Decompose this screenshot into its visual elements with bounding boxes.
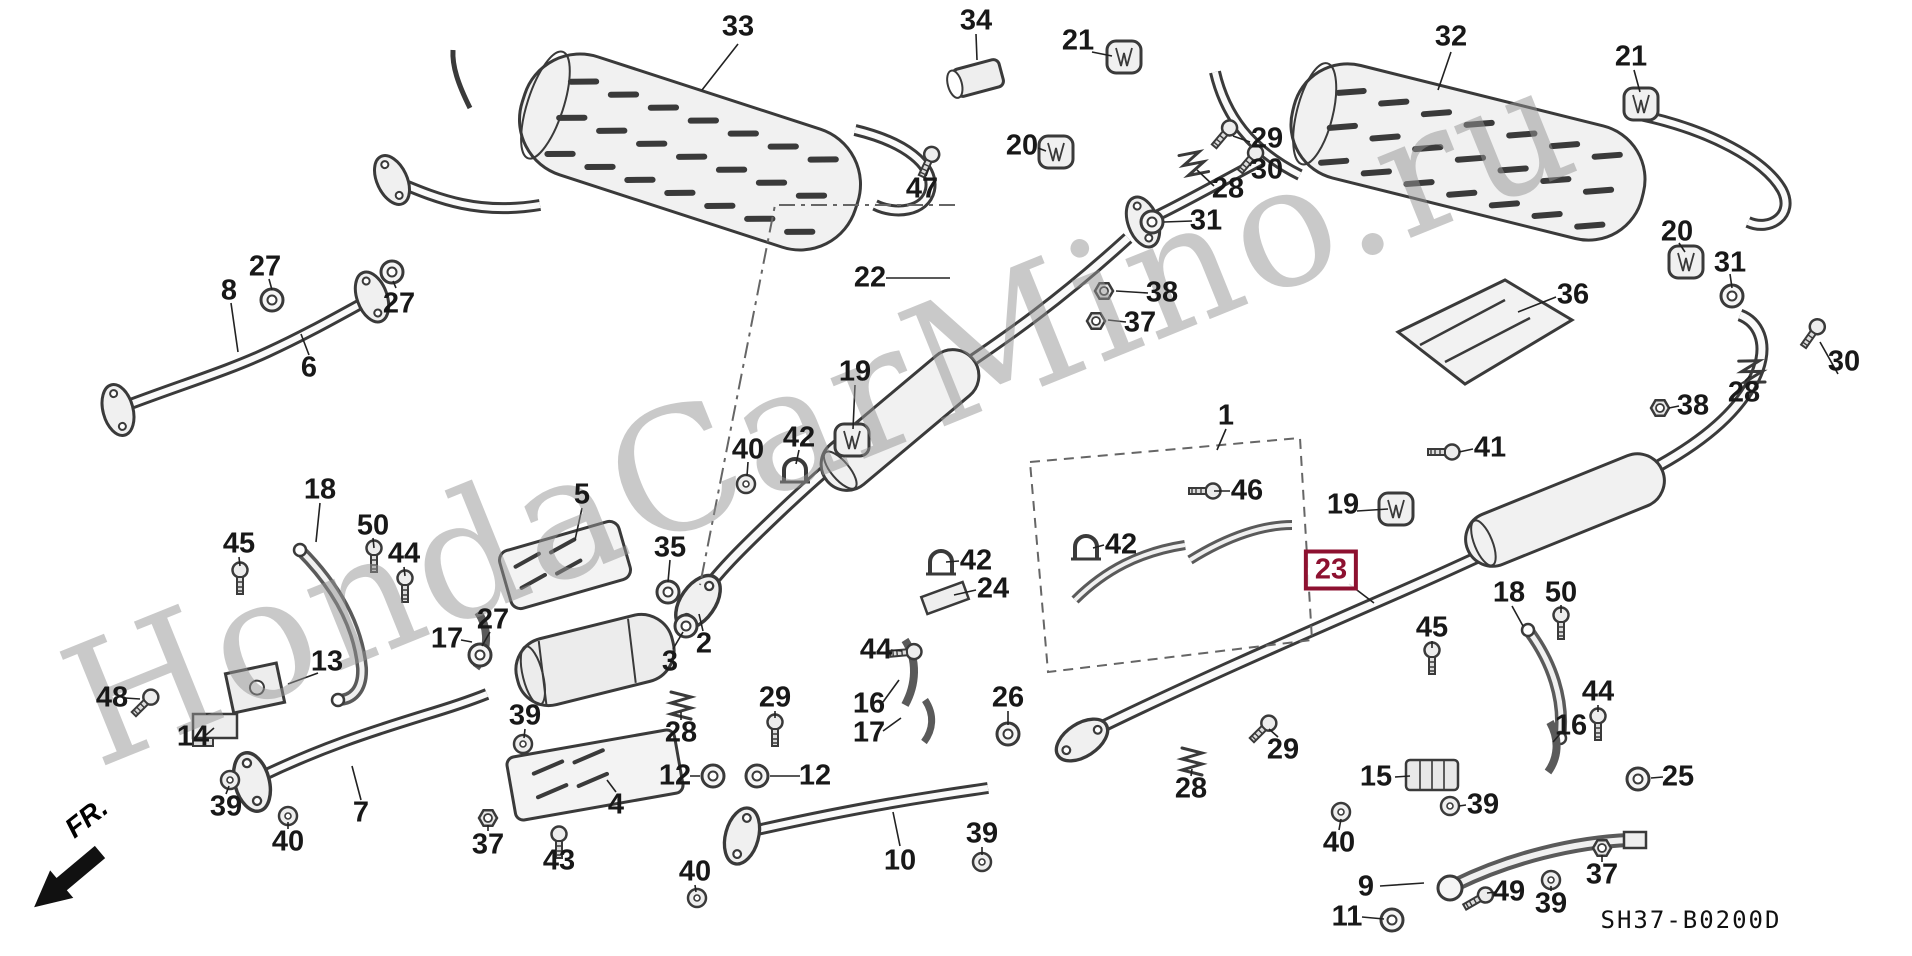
part-label-4[interactable]: 4: [607, 788, 625, 821]
part-label-37[interactable]: 37: [1585, 858, 1619, 891]
part-label-44[interactable]: 44: [859, 633, 893, 666]
part-label-31[interactable]: 31: [1189, 204, 1223, 237]
part-label-30[interactable]: 30: [1250, 153, 1284, 186]
part-label-7[interactable]: 7: [352, 796, 370, 829]
part-label-39[interactable]: 39: [508, 699, 542, 732]
part-label-32[interactable]: 32: [1434, 20, 1468, 53]
part-label-28[interactable]: 28: [1727, 376, 1761, 409]
part-label-40[interactable]: 40: [271, 825, 305, 858]
part-label-42[interactable]: 42: [959, 544, 993, 577]
part-label-43[interactable]: 43: [542, 844, 576, 877]
part-label-45[interactable]: 45: [222, 527, 256, 560]
part-label-45[interactable]: 45: [1415, 611, 1449, 644]
part-label-17[interactable]: 17: [852, 716, 886, 749]
bracket-assembly-drawing: [1028, 436, 1314, 674]
part-label-27[interactable]: 27: [476, 603, 510, 636]
front-down-pipe-drawing: [95, 265, 397, 441]
part-label-46[interactable]: 46: [1230, 474, 1264, 507]
part-label-42[interactable]: 42: [782, 421, 816, 454]
part-label-40[interactable]: 40: [678, 855, 712, 888]
catalytic-converter-drawing: [498, 519, 685, 822]
part-label-50[interactable]: 50: [1544, 576, 1578, 609]
part-label-10[interactable]: 10: [883, 844, 917, 877]
part-label-19[interactable]: 19: [838, 355, 872, 388]
diagram-code: SH37-B0200D: [1600, 906, 1782, 934]
part-label-36[interactable]: 36: [1556, 278, 1590, 311]
exhaust-pipe-b-drawing: [717, 782, 989, 870]
part-label-17[interactable]: 17: [430, 622, 464, 655]
part-label-12[interactable]: 12: [798, 759, 832, 792]
part-label-29[interactable]: 29: [1266, 733, 1300, 766]
part-label-27[interactable]: 27: [248, 250, 282, 283]
part-label-44[interactable]: 44: [387, 537, 421, 570]
part-label-24[interactable]: 24: [976, 572, 1010, 605]
part-label-47[interactable]: 47: [905, 172, 939, 205]
part-label-16[interactable]: 16: [1554, 709, 1588, 742]
rear-muffler-left-drawing: [365, 49, 1005, 252]
part-label-39[interactable]: 39: [1534, 887, 1568, 920]
part-label-12[interactable]: 12: [658, 759, 692, 792]
part-label-44[interactable]: 44: [1581, 675, 1615, 708]
part-label-5[interactable]: 5: [573, 478, 591, 511]
part-label-8[interactable]: 8: [220, 274, 238, 307]
part-label-28[interactable]: 28: [664, 716, 698, 749]
part-label-28[interactable]: 28: [1174, 772, 1208, 805]
part-label-29[interactable]: 29: [758, 681, 792, 714]
part-label-40[interactable]: 40: [731, 433, 765, 466]
part-label-39[interactable]: 39: [209, 790, 243, 823]
part-label-21[interactable]: 21: [1614, 40, 1648, 73]
part-label-22[interactable]: 22: [853, 261, 887, 294]
leader-lines: [124, 33, 1839, 920]
part-label-41[interactable]: 41: [1473, 431, 1507, 464]
small-bracket-parts-drawing: [191, 580, 1561, 792]
part-label-21[interactable]: 21: [1061, 24, 1095, 57]
part-label-14[interactable]: 14: [176, 720, 210, 753]
part-label-39[interactable]: 39: [965, 817, 999, 850]
part-label-9[interactable]: 9: [1357, 870, 1375, 903]
rear-bracket-drawing: [1436, 830, 1648, 902]
part-label-40[interactable]: 40: [1322, 826, 1356, 859]
part-label-27[interactable]: 27: [382, 287, 416, 320]
part-label-35[interactable]: 35: [653, 531, 687, 564]
part-label-37[interactable]: 37: [471, 828, 505, 861]
finisher-pipe-34-drawing: [946, 58, 1005, 99]
part-label-19[interactable]: 19: [1326, 488, 1360, 521]
part-label-13[interactable]: 13: [310, 645, 344, 678]
heat-shield-36-drawing: [1395, 278, 1575, 386]
part-label-3[interactable]: 3: [661, 645, 679, 678]
part-label-1[interactable]: 1: [1217, 399, 1235, 432]
hanger-bracket-left-drawing: [292, 542, 369, 708]
front-exhaust-pipe-drawing: [225, 688, 490, 818]
part-label-2[interactable]: 2: [695, 627, 713, 660]
part-label-50[interactable]: 50: [356, 509, 390, 542]
part-label-39[interactable]: 39: [1466, 788, 1500, 821]
part-label-31[interactable]: 31: [1713, 246, 1747, 279]
part-label-49[interactable]: 49: [1492, 875, 1526, 908]
part-label-18[interactable]: 18: [1492, 576, 1526, 609]
part-label-34[interactable]: 34: [959, 4, 993, 37]
part-label-42[interactable]: 42: [1104, 528, 1138, 561]
part-label-20[interactable]: 20: [1660, 215, 1694, 248]
part-label-20[interactable]: 20: [1005, 129, 1039, 162]
part-label-33[interactable]: 33: [721, 10, 755, 43]
part-label-23-highlighted[interactable]: 23: [1303, 549, 1359, 591]
part-label-37[interactable]: 37: [1123, 306, 1157, 339]
part-label-30[interactable]: 30: [1827, 345, 1861, 378]
part-label-6[interactable]: 6: [300, 351, 318, 384]
part-label-28[interactable]: 28: [1211, 172, 1245, 205]
part-label-18[interactable]: 18: [303, 473, 337, 506]
part-label-29[interactable]: 29: [1250, 122, 1284, 155]
part-label-48[interactable]: 48: [95, 681, 129, 714]
part-label-15[interactable]: 15: [1359, 760, 1393, 793]
fr-arrow-icon: [34, 845, 106, 908]
part-label-25[interactable]: 25: [1661, 760, 1695, 793]
part-label-38[interactable]: 38: [1676, 389, 1710, 422]
part-label-38[interactable]: 38: [1145, 276, 1179, 309]
part-label-26[interactable]: 26: [991, 681, 1025, 714]
part-label-16[interactable]: 16: [852, 687, 886, 720]
part-label-11[interactable]: 11: [1331, 900, 1363, 933]
